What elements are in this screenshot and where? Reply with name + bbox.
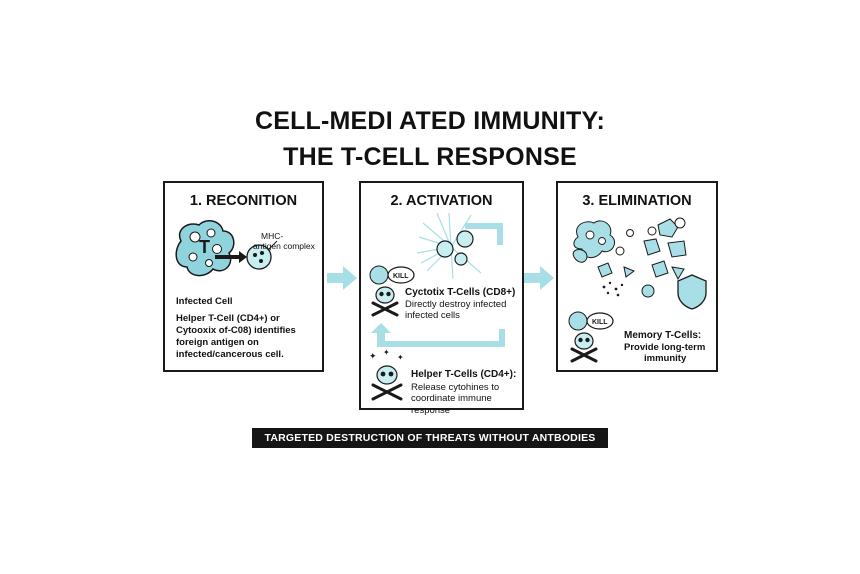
antigen-dot-5 — [205, 259, 213, 267]
cytotoxic-t-cell-icon: KILL — [369, 265, 415, 317]
cytotoxic-kill-label: KILL — [393, 273, 409, 280]
summary-banner: TARGETED DESTRUCTION OF THREATS WITHOUT … — [252, 428, 608, 448]
cycle-arrow-bottom — [371, 323, 505, 347]
memory-title: Memory T-Cells: — [624, 330, 702, 341]
antigen-dot-3 — [212, 244, 222, 254]
mhc-antigen-complex — [246, 244, 272, 270]
diagram-title-line-2: THE T-CELL RESPONSE — [283, 143, 577, 171]
destroyed-cells-illustration — [572, 217, 707, 310]
cytotoxic-title: Cyctotix T-Cells (CD8+) — [405, 287, 516, 298]
recognition-text-line-1: Helper T-Cell (CD4+) or — [176, 313, 280, 324]
diagram-title-line-1: CELL-MEDI ATED IMMUNITY: — [254, 107, 606, 135]
activated-cell-2 — [456, 230, 474, 248]
mhc-pointer — [268, 240, 278, 250]
flow-arrow-1 — [327, 266, 357, 290]
activated-cell-1 — [436, 240, 454, 258]
activation-panel: 2. ACTIVATION KILL Cyctotix T-Cells (CD8… — [359, 181, 524, 416]
binding-arrow — [215, 251, 247, 263]
antigen-dot-2 — [206, 228, 216, 238]
elimination-panel: 3. ELIMINATION KILL Memory T-Cells: Pr — [556, 181, 718, 372]
svg-text:✦: ✦ — [383, 349, 390, 357]
helper-text-line-2: coordinate immune response — [411, 393, 492, 416]
elimination-heading: 3. ELIMINATION — [582, 193, 692, 209]
mhc-label-line-1: MHC- — [261, 231, 284, 241]
svg-text:✦: ✦ — [397, 353, 404, 362]
helper-text-line-1: Release cytohines to — [411, 382, 500, 393]
mhc-label-line-2: antigen complex — [253, 241, 315, 251]
skull-head — [375, 286, 395, 304]
flow-arrow-2 — [524, 266, 554, 290]
svg-text:✦: ✦ — [369, 352, 377, 362]
antigen-dot-1 — [189, 231, 201, 243]
shield-icon — [677, 274, 707, 310]
recognition-panel: 1. RECONITION T MHC- antigen complex Inf… — [163, 181, 324, 372]
memory-text-line-2: immunity — [644, 353, 687, 364]
activation-burst-illustration — [416, 212, 503, 280]
recognition-heading: 1. RECONITION — [189, 193, 298, 209]
infected-cell-label: Infected Cell — [176, 296, 233, 307]
recognition-text-line-2: Cytooxix of-C08) identifies — [176, 325, 296, 336]
activation-heading: 2. ACTIVATION — [390, 193, 493, 209]
recognition-text-line-4: infected/cancerous cell. — [176, 349, 284, 360]
helper-t-cell-icon: ✦ ✦ ✦ — [369, 349, 404, 401]
recognition-text-line-3: foreign antigen on — [176, 337, 259, 348]
infected-cell-illustration: T — [175, 220, 278, 277]
memory-kill-label: KILL — [592, 319, 608, 326]
antigen-dot-4 — [188, 252, 198, 262]
cytotoxic-text-line-1: Directly destroy infected — [405, 299, 507, 310]
activated-cell-3 — [454, 252, 468, 266]
memory-text-line-1: Provide long-term — [624, 342, 706, 353]
helper-title: Helper T-Cells (CD4+): — [411, 369, 517, 380]
t-cell-marker: T — [199, 237, 210, 257]
cycle-arrow-top — [465, 223, 503, 245]
memory-t-cell-icon: KILL — [568, 311, 614, 363]
cytotoxic-text-line-2: infected cells — [405, 310, 460, 321]
